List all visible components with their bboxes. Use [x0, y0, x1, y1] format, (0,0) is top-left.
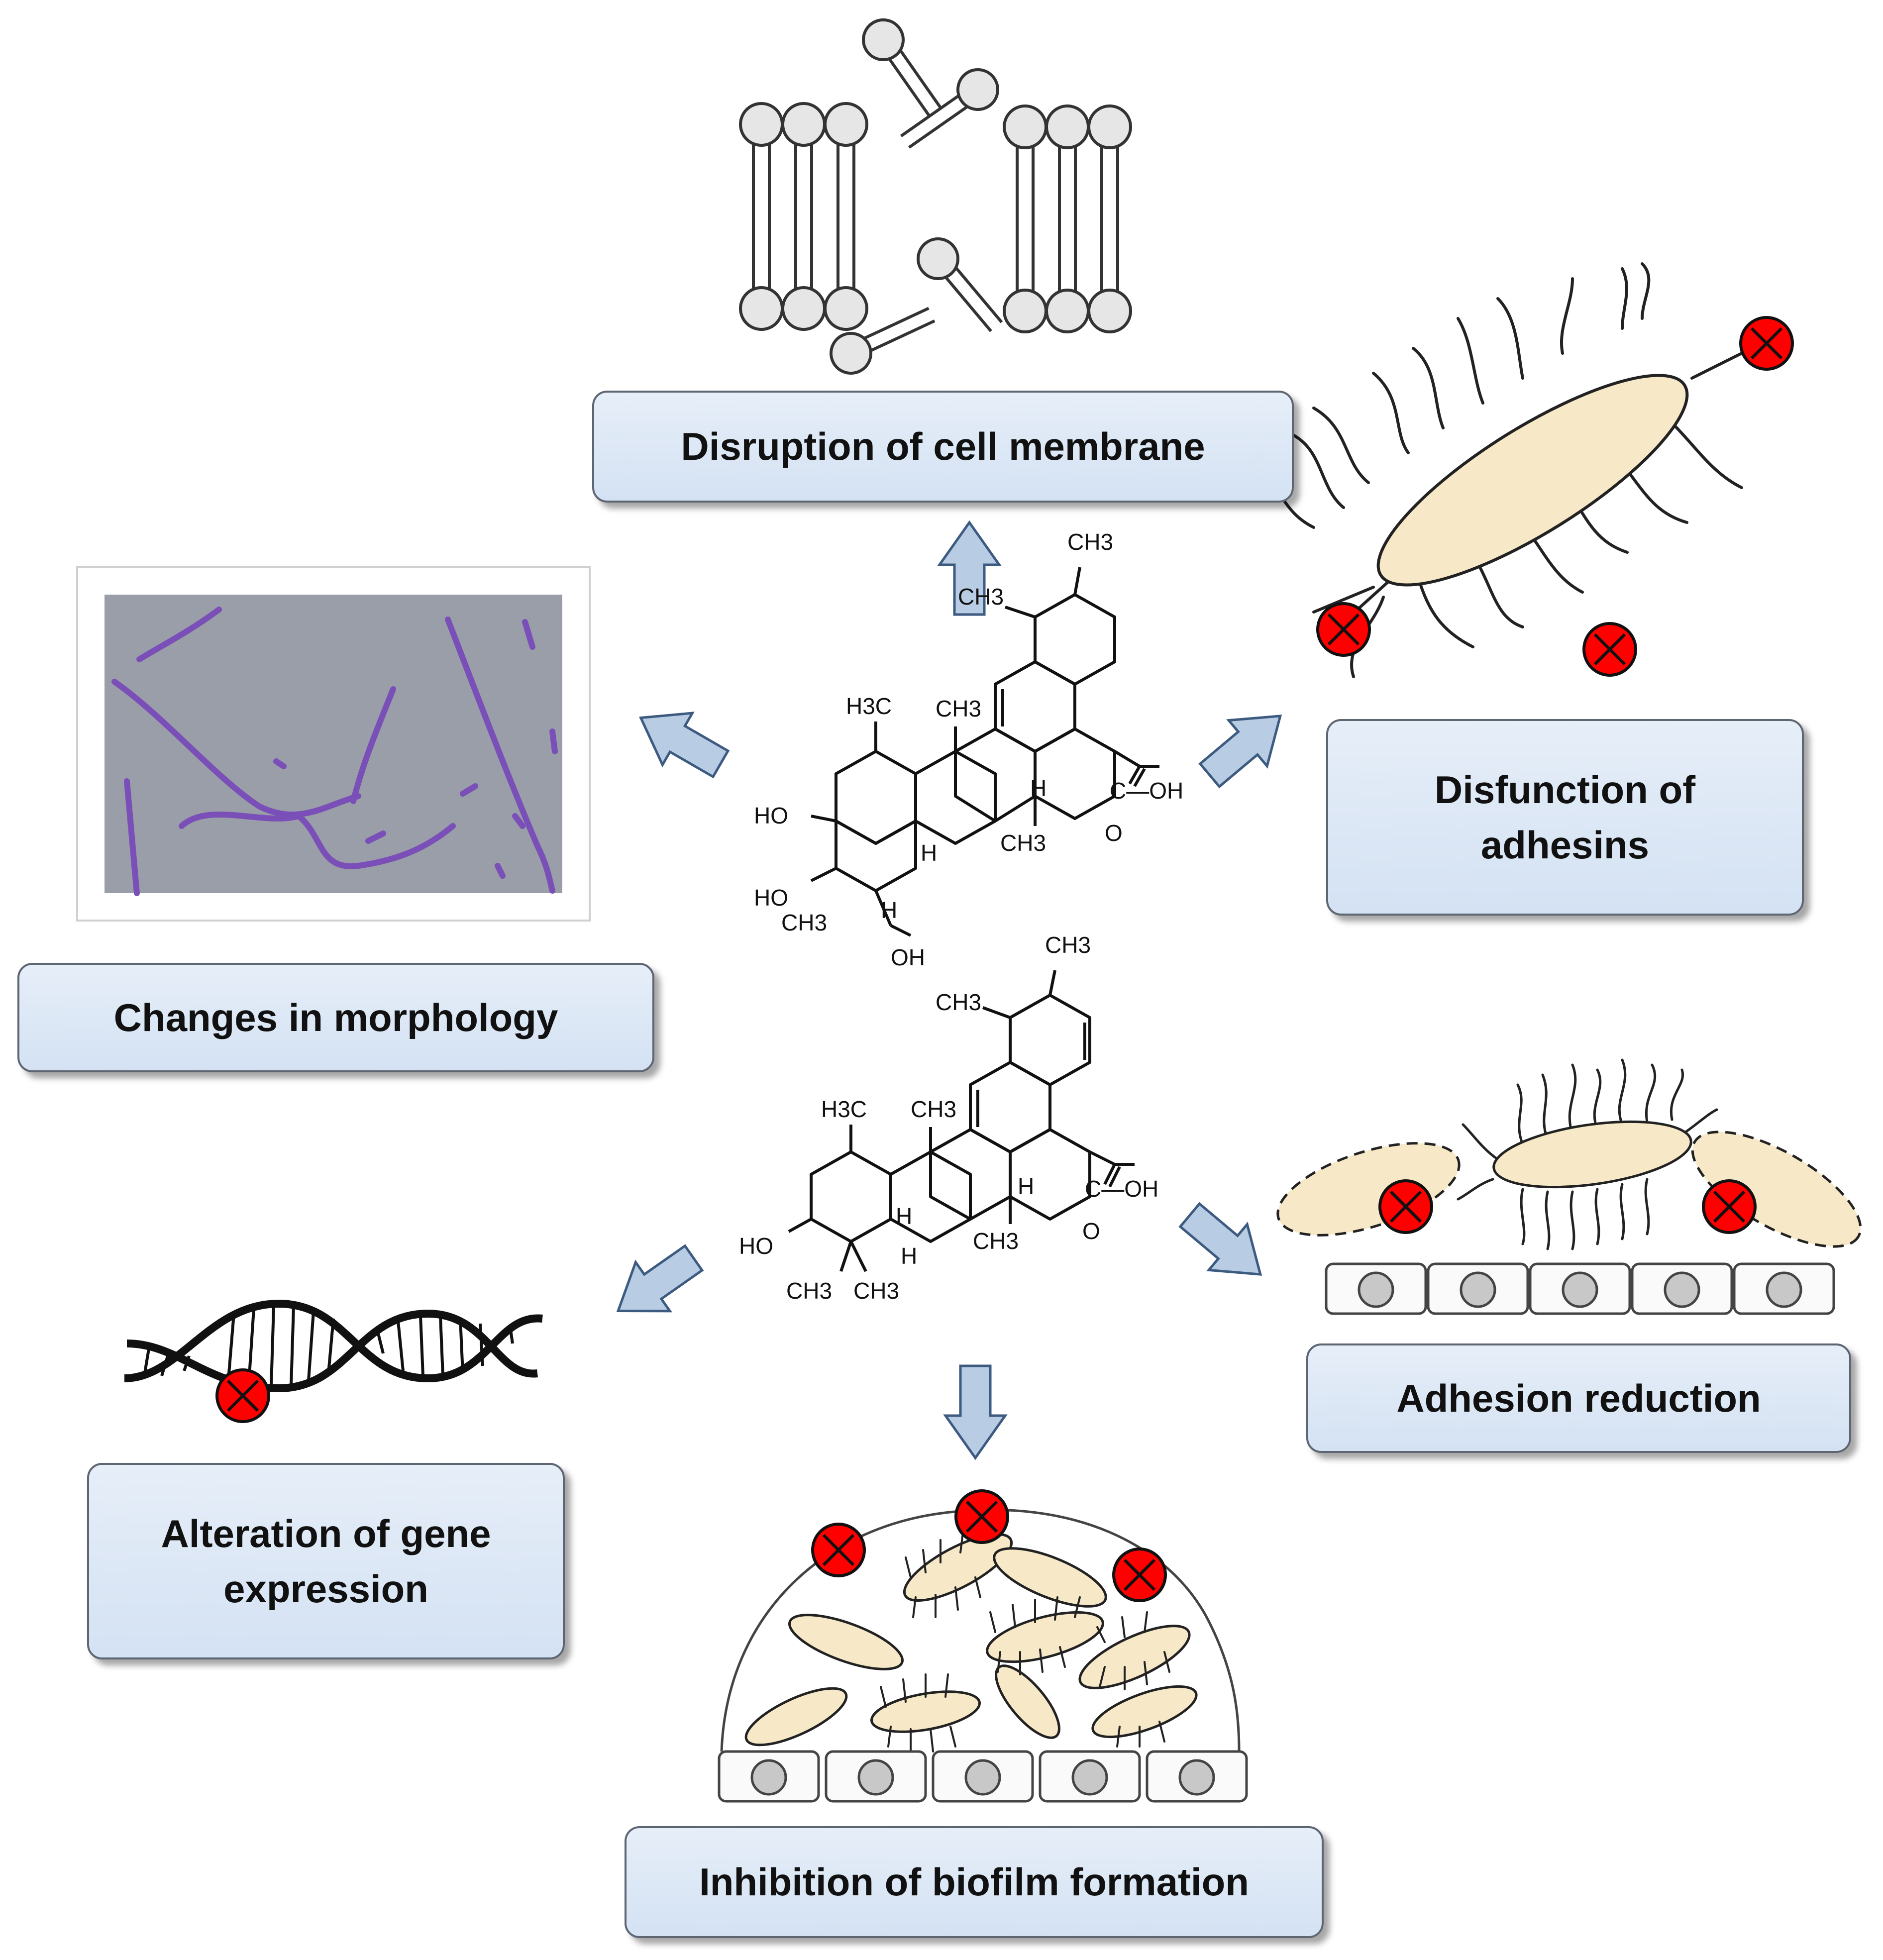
mol-bottom-ch3-a: CH3 [786, 1278, 832, 1304]
adhesion-reduction-label: Adhesion reduction [1306, 1343, 1851, 1453]
mol-bottom-ch3-b: CH3 [853, 1278, 899, 1304]
lipid-bilayer-left [740, 103, 867, 329]
adhesion-illustration [1276, 1058, 1862, 1314]
arrow-to-gene-expression [601, 1234, 711, 1335]
mol-bottom-carbonyl: O [1082, 1218, 1100, 1244]
mol-bottom-acid: C—OH [1085, 1176, 1158, 1202]
mol-bottom-ho: HO [739, 1233, 773, 1259]
mol-top-carbonyl: O [1105, 820, 1123, 846]
morphology-micrograph [76, 566, 591, 922]
mol-top-ho-lower: HO [754, 885, 788, 911]
disfunction-text-line2: adhesins [1480, 823, 1650, 867]
mol-top-ch2oh: OH [891, 944, 925, 970]
biofilm-text: Inhibition of biofilm formation [699, 1860, 1249, 1904]
arrow-to-biofilm [945, 1366, 1005, 1458]
mol-top-acid: C—OH [1110, 778, 1183, 804]
arrow-to-adhesins [1190, 693, 1299, 798]
arrow-to-morphology [626, 692, 735, 790]
adhesion-text: Adhesion reduction [1396, 1376, 1761, 1420]
mol-bottom-h3c: H3C [821, 1096, 867, 1122]
disfunction-text-line1: Disfunction of [1434, 767, 1696, 812]
mol-top-h3c: H3C [846, 693, 892, 719]
gene-text-line2: expression [223, 1566, 428, 1611]
dna-helix [124, 1299, 543, 1422]
mol-bottom-ch3-low: CH3 [973, 1228, 1019, 1254]
inhibition-of-biofilm-formation-label: Inhibition of biofilm formation [625, 1826, 1324, 1938]
mol-top-h-1: H [1030, 775, 1046, 801]
molecule-bottom: CH3 CH3 H3C CH3 CH3 C—OH O HO CH3 CH3 H … [739, 932, 1158, 1304]
mol-top-h-3: H [881, 897, 897, 923]
disruption-of-cell-membrane-label: Disruption of cell membrane [592, 391, 1294, 503]
mol-bottom-ch3-left: CH3 [936, 989, 981, 1015]
mol-top-ho-upper: HO [754, 803, 788, 828]
alteration-of-gene-expression-label: Alteration of gene expression [87, 1463, 565, 1659]
changes-in-morphology-label: Changes in morphology [17, 963, 654, 1072]
mol-top-ch3-left: CH3 [958, 584, 1004, 610]
mol-top-ch3-mid: CH3 [936, 696, 981, 722]
mol-bottom-h-3: H [896, 1203, 912, 1229]
bacterium-adhesins [1223, 262, 1792, 678]
mol-bottom-ch3-top: CH3 [1045, 932, 1091, 958]
mol-top-ch3-top: CH3 [1067, 529, 1113, 555]
molecule-top: CH3 CH3 H3C CH3 CH3 C—OH O HO HO CH3 OH … [754, 529, 1183, 970]
gene-text-line1: Alteration of gene [161, 1511, 491, 1555]
mol-top-ch3-c4: CH3 [781, 910, 827, 935]
disruption-text: Disruption of cell membrane [681, 424, 1205, 469]
mol-bottom-ch3-mid: CH3 [911, 1096, 956, 1122]
biofilm-illustration [719, 1491, 1247, 1801]
mol-bottom-h-1: H [1018, 1173, 1034, 1199]
mol-top-ch3-low: CH3 [1000, 830, 1046, 856]
morphology-text: Changes in morphology [113, 995, 558, 1039]
disfunction-of-adhesins-label: Disfunction of adhesins [1326, 719, 1804, 916]
mol-top-h-2: H [921, 840, 937, 866]
lipid-bilayer-right [1004, 106, 1131, 332]
arrow-to-adhesion [1170, 1192, 1279, 1297]
mol-bottom-h-2: H [901, 1243, 917, 1269]
